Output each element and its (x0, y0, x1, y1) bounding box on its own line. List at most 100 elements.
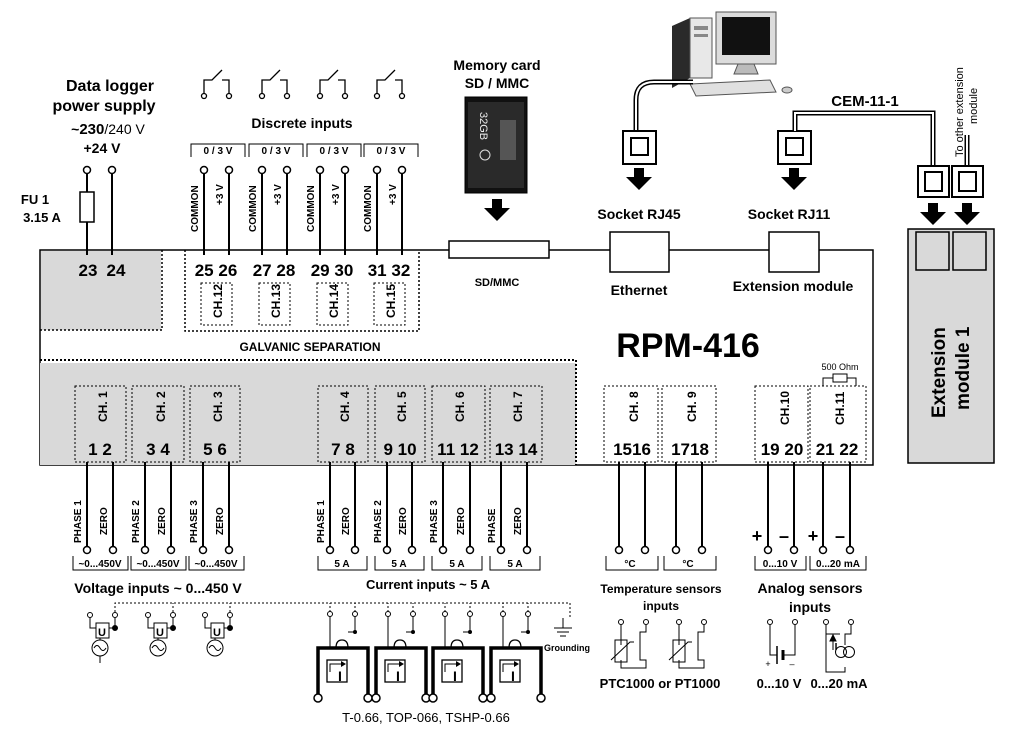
terminal-pair: 7 8 (331, 440, 355, 459)
sd-slot-label: SD/MMC (475, 277, 520, 289)
terminal-pair: 3 4 (146, 440, 170, 459)
zero-label: ZERO (398, 507, 409, 535)
svg-text:I: I (396, 668, 400, 684)
battery-icon (767, 619, 798, 664)
sd-card-icon: 32GB (464, 96, 528, 194)
analog-current-sensor-label: 0...20 mA (810, 676, 868, 691)
rj45-socket-label: Socket RJ45 (597, 206, 680, 222)
analog-title-line1: Analog sensors (757, 580, 862, 596)
discrete-channel-14: 0 / 3 V COMMON +3 V 29 30 CH.14 (306, 143, 362, 326)
terminal-23: 23 (79, 261, 98, 280)
power-title-line1: Data logger (66, 78, 154, 95)
svg-text:U: U (98, 627, 106, 639)
terminal-pair: 25 26 (195, 261, 238, 280)
range-label: °C (624, 559, 635, 570)
analog-channel-11: CH.11 21 22 + – 0...20 mA (808, 385, 867, 571)
arrow-down-icon (484, 199, 510, 221)
rj11-socket (768, 231, 820, 273)
current-transformer-icon: I (486, 603, 546, 703)
discrete-channel-13: 0 / 3 V COMMON +3 V 27 28 CH.13 (248, 143, 304, 326)
voltage-source-icon: U (202, 612, 233, 657)
range-label: 5 A (334, 559, 349, 570)
zero-label: ZERO (513, 507, 524, 535)
channel-label: CH.12 (211, 284, 225, 318)
svg-text:I: I (453, 668, 457, 684)
minus-sign: – (779, 526, 789, 546)
voltage-channel-1: CH. 1 1 2 PHASE 1 ZERO ~0...450V (72, 385, 129, 571)
terminal-pair: 19 20 (761, 440, 804, 459)
other-extension-line2: module (968, 88, 980, 124)
terminal-pair: 5 6 (203, 440, 227, 459)
grounding-icon (554, 618, 572, 637)
range-label: 5 A (391, 559, 406, 570)
thermistor-icon (610, 619, 649, 669)
channel-label: CH. 3 (211, 391, 225, 422)
transformers-label: T-0.66, TOP-066, TSHP-0.66 (342, 710, 510, 725)
discrete-inputs-title: Discrete inputs (251, 115, 352, 131)
current-channel-5: CH. 5 9 10 PHASE 2 ZERO 5 A (373, 385, 426, 571)
terminal-pair: 27 28 (253, 261, 296, 280)
phase-label: PHASE 3 (189, 500, 200, 543)
temperature-title-line2: inputs (643, 599, 679, 613)
memory-title-line1: Memory card (453, 57, 540, 73)
arrow-down-icon (781, 168, 807, 190)
terminal-pair: 21 22 (816, 440, 859, 459)
plus-sign: + (752, 526, 763, 546)
terminal-pair: 31 32 (368, 261, 411, 280)
zero-label: ZERO (99, 507, 110, 535)
sd-slot (448, 240, 550, 259)
grounding-label: Grounding (544, 643, 590, 653)
plus-label: +3 V (273, 184, 284, 205)
temperature-channel-8: CH. 8 1516 °C (603, 385, 659, 571)
terminal-pair: 13 14 (495, 440, 538, 459)
range-label: ~0...450V (194, 559, 237, 570)
rj11-socket-label: Socket RJ11 (748, 206, 831, 222)
range-label: 5 A (507, 559, 522, 570)
discrete-channel-12: 0 / 3 V COMMON +3 V 25 26 CH.12 (190, 143, 246, 326)
analog-title-line2: inputs (789, 599, 831, 615)
rj11-plug-icon (917, 165, 984, 198)
channel-label: CH. 6 (453, 391, 467, 422)
power-title-line2: power supply (52, 98, 155, 115)
range-label: 0 / 3 V (262, 146, 291, 157)
svg-text:I: I (338, 668, 342, 684)
cable-label: CEM-11-1 (831, 93, 899, 110)
power-ac-voltage: ~230/240 V (71, 121, 145, 138)
arrow-down-icon (626, 168, 652, 190)
discrete-switches (200, 69, 406, 100)
zero-label: ZERO (341, 507, 352, 535)
common-label: COMMON (190, 185, 201, 232)
temperature-sensor-types: PTC1000 or PT1000 (600, 676, 721, 691)
voltage-inputs-title: Voltage inputs ~ 0...450 V (74, 580, 242, 596)
channel-label: CH.14 (327, 284, 341, 318)
current-channel-7: CH. 7 13 14 PHASE ZERO 5 A (487, 385, 543, 571)
analog-voltage-sensor-label: 0...10 V (757, 676, 802, 691)
extension-port-label: Extension module (733, 278, 854, 294)
rj45-socket (609, 231, 670, 273)
rj11-plug-icon (777, 130, 812, 165)
phase-label: PHASE 1 (316, 500, 327, 543)
channel-label: CH.13 (269, 284, 283, 318)
range-label: 5 A (449, 559, 464, 570)
svg-text:32GB: 32GB (477, 112, 489, 140)
range-label: 0 / 3 V (320, 146, 349, 157)
plus-label: +3 V (215, 184, 226, 205)
common-label: COMMON (363, 185, 374, 232)
svg-text:I: I (511, 668, 515, 684)
channel-label: CH.11 (833, 391, 847, 425)
channel-label: CH.10 (778, 391, 792, 425)
channel-label: CH. 7 (511, 391, 525, 422)
voltage-source-icon: U (87, 612, 118, 663)
channel-label: CH.15 (384, 284, 398, 318)
thermistor-icon (668, 619, 707, 669)
range-label: ~0...450V (136, 559, 179, 570)
terminal-pair: 1718 (671, 440, 709, 459)
range-label: °C (682, 559, 693, 570)
terminal-pair: 1 2 (88, 440, 112, 459)
current-source-icon (823, 619, 855, 673)
rj45-plug-icon (622, 130, 657, 165)
power-dc-voltage: +24 V (84, 140, 122, 156)
minus-sign: – (835, 526, 845, 546)
arrow-down-icon (954, 203, 980, 225)
range-label: 0...10 V (763, 559, 798, 570)
